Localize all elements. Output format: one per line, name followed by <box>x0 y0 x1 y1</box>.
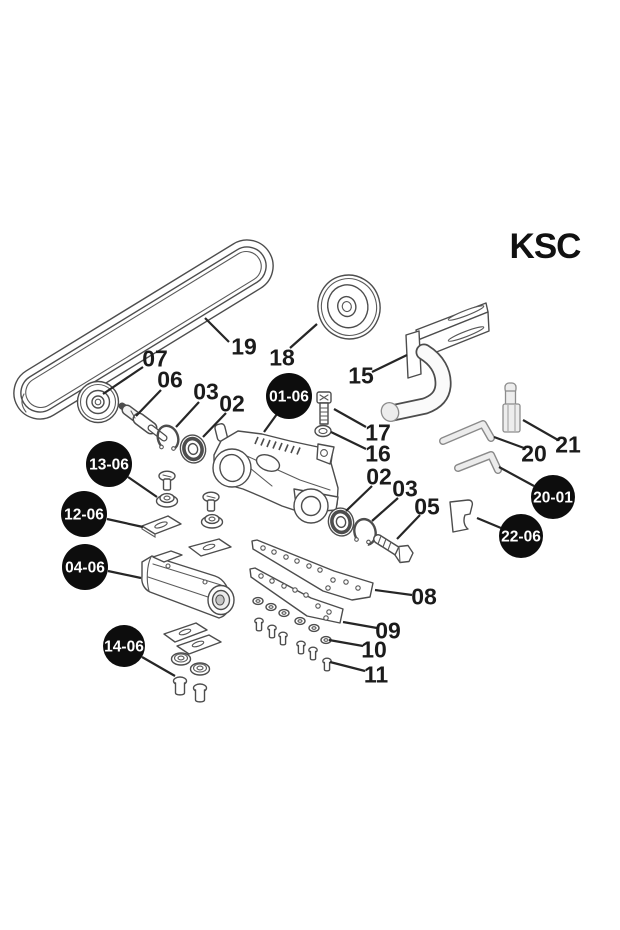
leader-line-12-06 <box>106 517 144 529</box>
leader-line-14-06 <box>141 656 176 677</box>
callout-badge-label-13-06: 13-06 <box>89 457 129 474</box>
hex-wrench-20-part <box>439 420 495 445</box>
leader-line-07 <box>102 366 144 395</box>
callout-badge-12-06 <box>61 491 107 537</box>
nut-washers-10 <box>252 596 332 645</box>
washer-screw-set-14 <box>170 652 211 703</box>
leader-line-02-front <box>202 412 227 438</box>
leader-line-01-06 <box>263 413 278 433</box>
callout-label-03-front: 03 <box>193 378 219 404</box>
blade-bar-09 <box>249 567 344 624</box>
small-screws-11 <box>254 617 332 672</box>
flat-screw-set-b <box>200 491 224 529</box>
belt-end-detail <box>21 393 27 413</box>
callout-label-03-rear: 03 <box>392 475 418 501</box>
callout-badge-13-06 <box>86 441 132 487</box>
callout-badge-label-20-01: 20-01 <box>533 490 573 507</box>
bearing-front-part <box>179 434 207 464</box>
callout-badge-label-12-06: 12-06 <box>64 507 104 524</box>
snap-ring-rear-part <box>353 517 377 548</box>
leader-line-13-06 <box>127 476 158 498</box>
leader-line-18 <box>289 323 318 349</box>
callout-badge-14-06 <box>103 625 145 667</box>
leader-line-04-06 <box>107 569 142 580</box>
callout-label-15: 15 <box>348 362 374 388</box>
leader-line-02-rear <box>345 485 373 512</box>
callout-badge-label-01-06: 01-06 <box>269 389 309 406</box>
callout-badge-22-06 <box>499 514 543 558</box>
brand-title: KSC <box>510 227 582 266</box>
gear-housing-part <box>212 423 339 524</box>
callout-label-06: 06 <box>157 366 183 392</box>
callout-badge-01-06 <box>266 373 312 419</box>
hex-wrench-20-01-part <box>454 451 502 474</box>
leader-line-03-rear <box>371 497 399 522</box>
leader-line-03-front <box>175 401 200 428</box>
callout-badge-04-06 <box>62 544 108 590</box>
leader-line-08 <box>374 588 413 597</box>
snap-ring-front-part <box>156 424 180 454</box>
leader-line-21 <box>522 419 559 441</box>
leader-line-16 <box>330 431 367 450</box>
callout-label-02-rear: 02 <box>366 463 392 489</box>
leader-line-10 <box>328 638 364 648</box>
washer-16-part <box>314 424 332 438</box>
flat-screw-set-a <box>155 470 179 508</box>
slide-plate-part <box>141 515 182 538</box>
leader-line-09 <box>342 620 378 630</box>
leader-line-11 <box>329 660 366 673</box>
callout-label-10: 10 <box>361 636 387 662</box>
gear-barrel-part <box>141 550 235 619</box>
blade-bar-08 <box>251 539 374 601</box>
leader-line-22-06 <box>476 516 502 530</box>
callout-label-07: 07 <box>142 345 168 371</box>
drive-belt-part <box>13 239 274 420</box>
leader-line-17 <box>333 408 367 428</box>
callout-label-21: 21 <box>555 431 581 457</box>
spindle-shaft-part <box>118 402 168 442</box>
crank-handle-part <box>380 302 490 422</box>
callout-badge-label-14-06: 14-06 <box>104 639 144 656</box>
callout-label-05: 05 <box>414 493 440 519</box>
shim-plate-part <box>449 499 474 533</box>
shoulder-bolt-part <box>373 534 414 564</box>
callout-label-08: 08 <box>411 583 437 609</box>
leader-line-05 <box>396 514 421 540</box>
leader-line-20-01 <box>498 466 535 487</box>
callout-label-19: 19 <box>231 333 257 359</box>
leader-line-20 <box>493 435 525 450</box>
callout-label-11: 11 <box>364 661 389 687</box>
callout-label-17: 17 <box>365 419 391 445</box>
callout-badge-label-04-06: 04-06 <box>65 560 105 577</box>
callout-label-09: 09 <box>375 617 401 643</box>
spacer-plate-upper <box>188 538 232 557</box>
callout-label-02-front: 02 <box>219 390 245 416</box>
grease-bottle-part <box>502 382 521 433</box>
large-pulley-part <box>317 274 381 340</box>
leader-line-15 <box>371 354 408 373</box>
callout-label-16: 16 <box>365 440 391 466</box>
leader-line-19 <box>204 317 230 343</box>
bearing-rear-part <box>327 507 355 537</box>
callout-badge-20-01 <box>531 475 575 519</box>
bolt-17-part <box>316 391 332 425</box>
housing-knurl-marks <box>254 436 301 455</box>
leader-line-06 <box>135 389 162 417</box>
spacer-plates-lower <box>163 622 222 655</box>
callout-label-20: 20 <box>521 440 547 466</box>
callout-badge-label-22-06: 22-06 <box>501 529 541 546</box>
callout-label-18: 18 <box>269 344 295 370</box>
